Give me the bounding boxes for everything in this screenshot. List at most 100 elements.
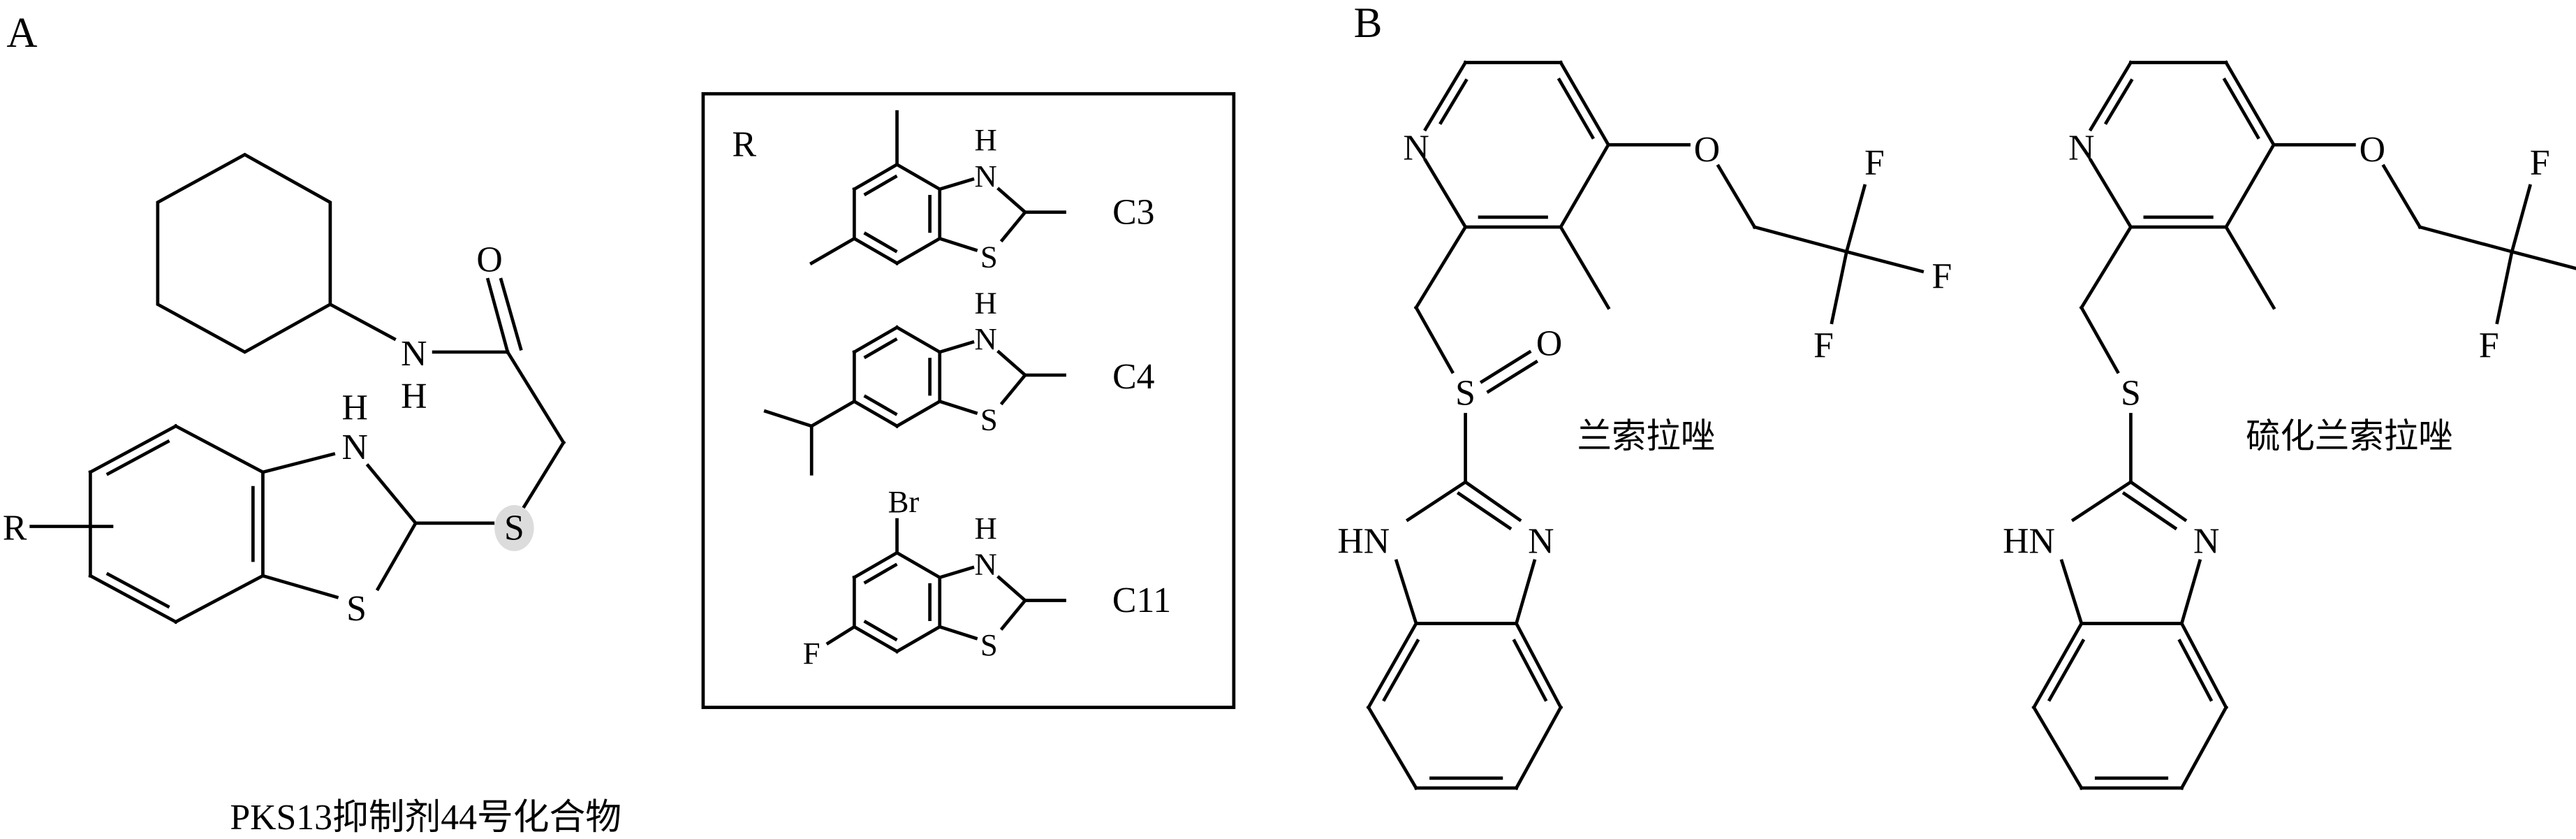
atom-f: F bbox=[1813, 326, 1834, 365]
double-bond bbox=[2222, 77, 2260, 140]
bond bbox=[763, 409, 814, 428]
atom-s: S bbox=[980, 239, 998, 274]
ring-bond bbox=[1366, 621, 1419, 710]
bond bbox=[937, 565, 975, 580]
double-bond bbox=[2177, 639, 2214, 702]
atom-s: S bbox=[980, 627, 998, 662]
atom-n: N bbox=[974, 159, 996, 194]
substituent-label: C11 bbox=[1112, 581, 1171, 620]
atom-f: F bbox=[1931, 256, 1952, 296]
compound-caption: PKS13抑制剂44号化合物 bbox=[230, 798, 621, 838]
bond bbox=[1844, 249, 1924, 274]
bond bbox=[505, 349, 566, 445]
atom-ring-n: N bbox=[341, 428, 367, 467]
ring-bond bbox=[2223, 143, 2276, 230]
double-bond bbox=[863, 562, 898, 585]
bond bbox=[996, 349, 1028, 378]
atom-s: S bbox=[980, 402, 998, 437]
panel-label-a: A bbox=[6, 9, 37, 57]
double-bond bbox=[2047, 639, 2086, 702]
bond bbox=[2510, 249, 2576, 270]
r-box-title: R bbox=[733, 125, 757, 165]
bond bbox=[1830, 249, 1849, 325]
atom-h: H bbox=[974, 511, 996, 546]
bond bbox=[260, 452, 336, 474]
bond bbox=[937, 399, 978, 416]
double-bond bbox=[2103, 78, 2134, 125]
double-bond bbox=[1456, 491, 1513, 531]
ring-bond bbox=[852, 625, 899, 654]
bond bbox=[2495, 249, 2515, 325]
ring-bond bbox=[895, 399, 942, 429]
atom-hn: HN bbox=[1337, 521, 1390, 561]
bond bbox=[1479, 349, 1532, 384]
atom-amide-n: N bbox=[401, 334, 427, 374]
ring-bond bbox=[852, 162, 899, 192]
bond bbox=[1394, 559, 1418, 626]
atom-imidazole-n: N bbox=[2193, 521, 2219, 561]
bond bbox=[1752, 225, 1849, 254]
bond bbox=[999, 372, 1028, 406]
bond bbox=[809, 399, 857, 429]
pks13-inhibitor-44-structure: N H O S N H S R bbox=[3, 152, 566, 629]
ring-bond bbox=[895, 236, 942, 266]
bond bbox=[2079, 305, 2120, 374]
atom-ether-o: O bbox=[2360, 130, 2385, 170]
atom-carbonyl-o: O bbox=[476, 240, 502, 280]
atom-pyridine-n: N bbox=[2068, 128, 2094, 168]
bond bbox=[999, 598, 1028, 631]
bond bbox=[485, 277, 510, 354]
cyclohexane-ring bbox=[156, 152, 332, 354]
bond bbox=[937, 177, 975, 191]
atom-sulfoxide-s: S bbox=[1455, 373, 1475, 413]
ring-bond bbox=[2179, 705, 2229, 791]
bond bbox=[522, 440, 566, 509]
bond bbox=[1413, 305, 1455, 374]
ring-bond bbox=[1558, 60, 1611, 147]
ring-bond bbox=[173, 574, 265, 625]
ring-bond bbox=[895, 550, 942, 580]
double-bond bbox=[105, 439, 170, 476]
double-bond bbox=[1438, 78, 1469, 125]
bond bbox=[937, 625, 978, 641]
bond bbox=[1558, 224, 1611, 310]
ring-bond bbox=[1558, 143, 1611, 230]
ring-bond bbox=[2223, 60, 2276, 147]
bond bbox=[327, 302, 397, 342]
atom-f: F bbox=[2530, 143, 2550, 183]
ring-bond bbox=[852, 399, 899, 429]
bond bbox=[260, 574, 339, 599]
compound-name: 硫化兰索拉唑 bbox=[2246, 416, 2452, 456]
bond bbox=[937, 236, 978, 252]
bond bbox=[2381, 163, 2422, 230]
ring-bond bbox=[895, 625, 942, 654]
atom-r-group: R bbox=[3, 508, 27, 548]
ring-bond bbox=[1423, 158, 1468, 230]
bond bbox=[2223, 224, 2276, 310]
bond bbox=[375, 520, 418, 592]
compound-name: 兰索拉唑 bbox=[1577, 416, 1716, 456]
bond bbox=[825, 624, 857, 646]
bond bbox=[996, 187, 1028, 215]
bond bbox=[2079, 224, 2133, 310]
ring-bond bbox=[88, 574, 178, 625]
ring-bond bbox=[1366, 705, 1419, 791]
ring-bond bbox=[895, 325, 942, 355]
bond bbox=[365, 463, 418, 526]
bond bbox=[1413, 224, 1468, 310]
ring-bond bbox=[173, 423, 265, 475]
atom-h: H bbox=[974, 122, 996, 157]
bond bbox=[996, 575, 1028, 603]
panel-label-b: B bbox=[1354, 0, 1383, 47]
atom-n: N bbox=[974, 321, 996, 356]
double-bond bbox=[863, 231, 898, 254]
bond bbox=[2510, 184, 2533, 254]
ring-bond bbox=[88, 423, 178, 475]
bond bbox=[809, 236, 857, 266]
atom-n: N bbox=[974, 547, 996, 582]
atom-f: F bbox=[2479, 326, 2499, 365]
ring-bond bbox=[852, 550, 899, 580]
